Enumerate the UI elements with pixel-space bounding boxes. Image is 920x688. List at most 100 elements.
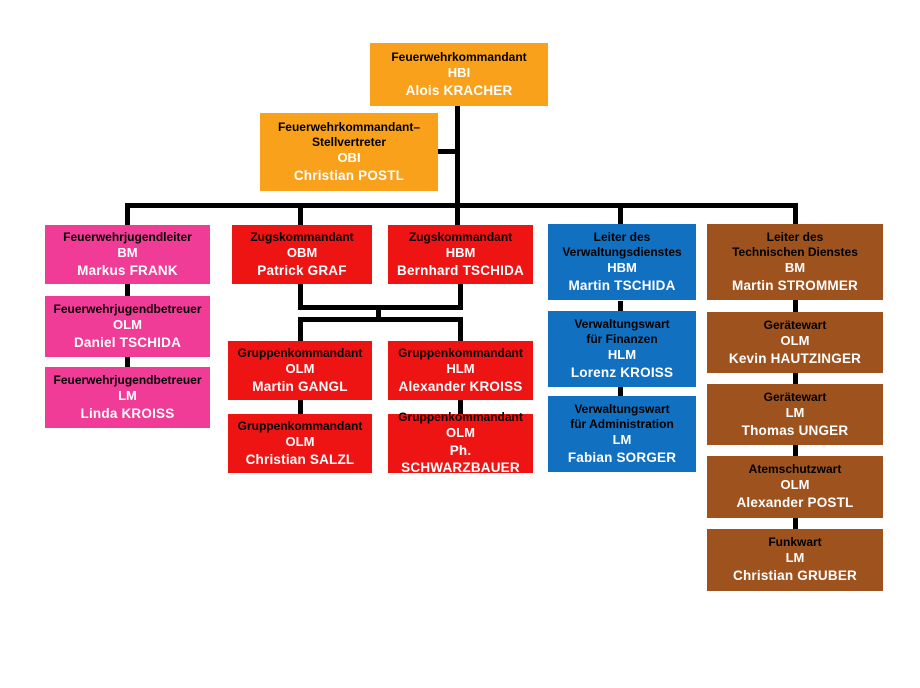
org-node-group-commander-1: Gruppenkommandant OLM Martin GANGL bbox=[228, 341, 372, 400]
node-title: Verwaltungsdienstes bbox=[562, 244, 682, 259]
org-node-equipment-officer-1: Gerätewart OLM Kevin HAUTZINGER bbox=[707, 312, 883, 373]
org-node-platoon-commander-1: Zugskommandant OBM Patrick GRAF bbox=[232, 225, 372, 284]
node-name: Alexander POSTL bbox=[736, 495, 854, 511]
node-rank: HLM bbox=[446, 360, 475, 376]
org-node-group-commander-4: Gruppenkommandant OLM Ph. SCHWARZBAUER bbox=[388, 410, 533, 475]
node-title: Gruppenkommandant bbox=[398, 410, 523, 425]
connector-line bbox=[298, 317, 463, 322]
node-rank: OLM bbox=[780, 332, 810, 348]
org-node-equipment-officer-2: Gerätewart LM Thomas UNGER bbox=[707, 384, 883, 445]
node-title: Leiter des bbox=[766, 229, 824, 244]
node-title: Gruppenkommandant bbox=[398, 345, 523, 360]
node-name: Martin GANGL bbox=[252, 378, 348, 394]
node-name: Bernhard TSCHIDA bbox=[397, 262, 524, 278]
connector-line bbox=[438, 149, 460, 154]
connector-line bbox=[458, 400, 463, 414]
node-rank: LM bbox=[612, 431, 632, 447]
node-rank: OBM bbox=[286, 244, 318, 260]
connector-line bbox=[298, 203, 303, 225]
node-title: für Finanzen bbox=[586, 331, 658, 346]
node-title: Gruppenkommandant bbox=[237, 418, 363, 433]
node-name: Patrick GRAF bbox=[257, 262, 347, 278]
node-rank: LM bbox=[785, 550, 805, 566]
node-name: Linda KROISS bbox=[80, 405, 175, 421]
org-node-group-commander-2: Gruppenkommandant HLM Alexander KROISS bbox=[388, 341, 533, 400]
node-title: Funkwart bbox=[768, 535, 822, 550]
node-title: Stellvertreter bbox=[311, 134, 387, 149]
connector-line bbox=[455, 106, 460, 225]
node-title: Gerätewart bbox=[763, 317, 827, 332]
node-title: Verwaltungswart bbox=[574, 401, 670, 416]
org-node-youth-supervisor-2: Feuerwehrjugendbetreuer LM Linda KROISS bbox=[45, 367, 210, 428]
connector-line bbox=[618, 387, 623, 397]
node-title: Feuerwehrkommandant– bbox=[277, 119, 421, 134]
org-node-deputy: Feuerwehrkommandant– Stellvertreter OBI … bbox=[260, 113, 438, 191]
connector-line bbox=[125, 203, 130, 225]
node-name: Lorenz KROISS bbox=[570, 364, 674, 380]
node-title: Technischen Dienstes bbox=[732, 244, 858, 259]
node-title: Gruppenkommandant bbox=[237, 345, 363, 360]
node-title: Feuerwehrjugendbetreuer bbox=[53, 301, 202, 316]
node-name: Alexander KROISS bbox=[398, 378, 523, 394]
node-rank: HLM bbox=[607, 346, 637, 362]
node-name: Alois KRACHER bbox=[405, 82, 513, 98]
org-node-youth-supervisor-1: Feuerwehrjugendbetreuer OLM Daniel TSCHI… bbox=[45, 296, 210, 357]
connector-line bbox=[618, 203, 623, 226]
connector-line bbox=[376, 305, 381, 322]
node-title: Zugskommandant bbox=[408, 229, 513, 244]
node-name: Markus FRANK bbox=[77, 262, 178, 278]
org-node-platoon-commander-2: Zugskommandant HBM Bernhard TSCHIDA bbox=[388, 225, 533, 284]
node-rank: OLM bbox=[446, 425, 475, 441]
node-rank: BM bbox=[784, 259, 806, 275]
node-title: Atemschutzwart bbox=[748, 462, 842, 477]
node-title: Verwaltungswart bbox=[574, 316, 670, 331]
node-name: Christian GRUBER bbox=[733, 568, 857, 584]
node-name: Ph. SCHWARZBAUER bbox=[401, 442, 520, 476]
connector-line bbox=[458, 317, 463, 341]
node-title: Feuerwehrjugendbetreuer bbox=[53, 372, 202, 387]
connector-line bbox=[793, 445, 798, 458]
node-rank: OBI bbox=[337, 149, 361, 165]
node-title: Feuerwehrjugendleiter bbox=[63, 229, 192, 244]
node-name: Christian POSTL bbox=[293, 167, 405, 183]
node-title: Gerätewart bbox=[763, 389, 827, 404]
connector-line bbox=[793, 300, 798, 313]
node-rank: HBM bbox=[607, 259, 637, 275]
node-name: Kevin HAUTZINGER bbox=[728, 350, 862, 366]
node-rank: OLM bbox=[113, 316, 142, 332]
node-name: Daniel TSCHIDA bbox=[73, 334, 182, 350]
node-rank: OLM bbox=[285, 360, 315, 376]
org-node-admin-administration: Verwaltungswart für Administration LM Fa… bbox=[548, 396, 696, 472]
node-rank: HBM bbox=[445, 244, 476, 260]
node-name: Martin STROMMER bbox=[732, 277, 858, 293]
node-name: Fabian SORGER bbox=[567, 449, 677, 465]
node-title: Feuerwehrkommandant bbox=[391, 49, 527, 64]
connector-line bbox=[618, 301, 623, 311]
node-rank: OLM bbox=[285, 433, 315, 449]
node-rank: BM bbox=[117, 244, 138, 260]
node-name: Christian SALZL bbox=[245, 451, 355, 467]
org-node-group-commander-3: Gruppenkommandant OLM Christian SALZL bbox=[228, 414, 372, 473]
connector-line bbox=[125, 203, 798, 208]
node-rank: LM bbox=[785, 404, 805, 420]
org-node-admin-head: Leiter des Verwaltungsdienstes HBM Marti… bbox=[548, 224, 696, 300]
org-node-youth-leader: Feuerwehrjugendleiter BM Markus FRANK bbox=[45, 225, 210, 284]
connector-line bbox=[793, 203, 798, 224]
node-name: Martin TSCHIDA bbox=[568, 277, 676, 293]
node-title: Zugskommandant bbox=[250, 229, 354, 244]
org-node-commander: Feuerwehrkommandant HBI Alois KRACHER bbox=[370, 43, 548, 106]
node-title: für Administration bbox=[570, 416, 674, 431]
connector-line bbox=[298, 317, 303, 341]
org-node-breathing-officer: Atemschutzwart OLM Alexander POSTL bbox=[707, 456, 883, 518]
connector-line bbox=[125, 357, 130, 367]
connector-line bbox=[298, 284, 303, 310]
node-title: Leiter des bbox=[593, 229, 651, 244]
node-rank: LM bbox=[118, 387, 137, 403]
node-rank: OLM bbox=[780, 477, 810, 493]
org-node-tech-head: Leiter des Technischen Dienstes BM Marti… bbox=[707, 224, 883, 300]
org-node-admin-finance: Verwaltungswart für Finanzen HLM Lorenz … bbox=[548, 311, 696, 387]
connector-line bbox=[793, 373, 798, 385]
connector-line bbox=[458, 284, 463, 310]
org-node-radio-officer: Funkwart LM Christian GRUBER bbox=[707, 529, 883, 591]
